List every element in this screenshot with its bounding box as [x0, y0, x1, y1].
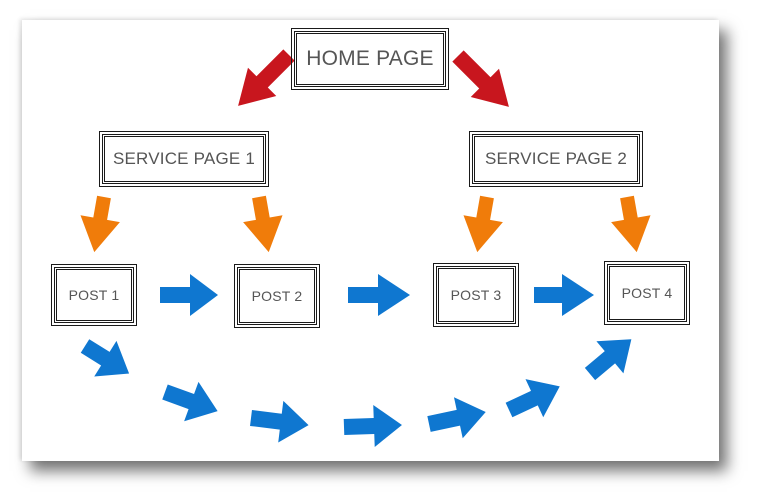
post-2-node: POST 2	[234, 264, 320, 328]
blue-arc-arrow-2	[162, 381, 218, 422]
blue-arc-arrow-6	[505, 379, 560, 418]
red-arrow-home-to-service-2	[452, 50, 509, 107]
red-arrow-home-to-service-1	[238, 49, 295, 106]
post-1-node: POST 1	[51, 264, 137, 326]
blue-arrow-post-2-to-post-3	[348, 274, 410, 316]
blue-arc-arrow-5	[427, 397, 486, 439]
service-page-2-node: SERVICE PAGE 2	[469, 131, 643, 187]
blue-arc-arrow-1	[80, 339, 130, 377]
blue-arrow-post-1-to-post-2	[160, 274, 218, 316]
orange-arrow-service-2-to-post-3	[463, 195, 503, 253]
service-page-1-node: SERVICE PAGE 1	[99, 131, 269, 187]
blue-arc-arrow-4	[343, 404, 402, 447]
blue-arc-arrow-3	[250, 400, 309, 443]
post-3-node: POST 3	[433, 263, 519, 327]
post-4-node: POST 4	[604, 261, 690, 325]
blue-arc-arrow-7	[584, 339, 632, 381]
orange-arrow-service-1-to-post-2	[243, 195, 283, 253]
blue-arrow-post-3-to-post-4	[534, 274, 594, 316]
home-page-node: HOME PAGE	[291, 28, 449, 90]
orange-arrow-service-1-to-post-1	[80, 195, 120, 253]
diagram-card	[22, 20, 719, 461]
orange-arrow-service-2-to-post-4	[611, 195, 651, 253]
